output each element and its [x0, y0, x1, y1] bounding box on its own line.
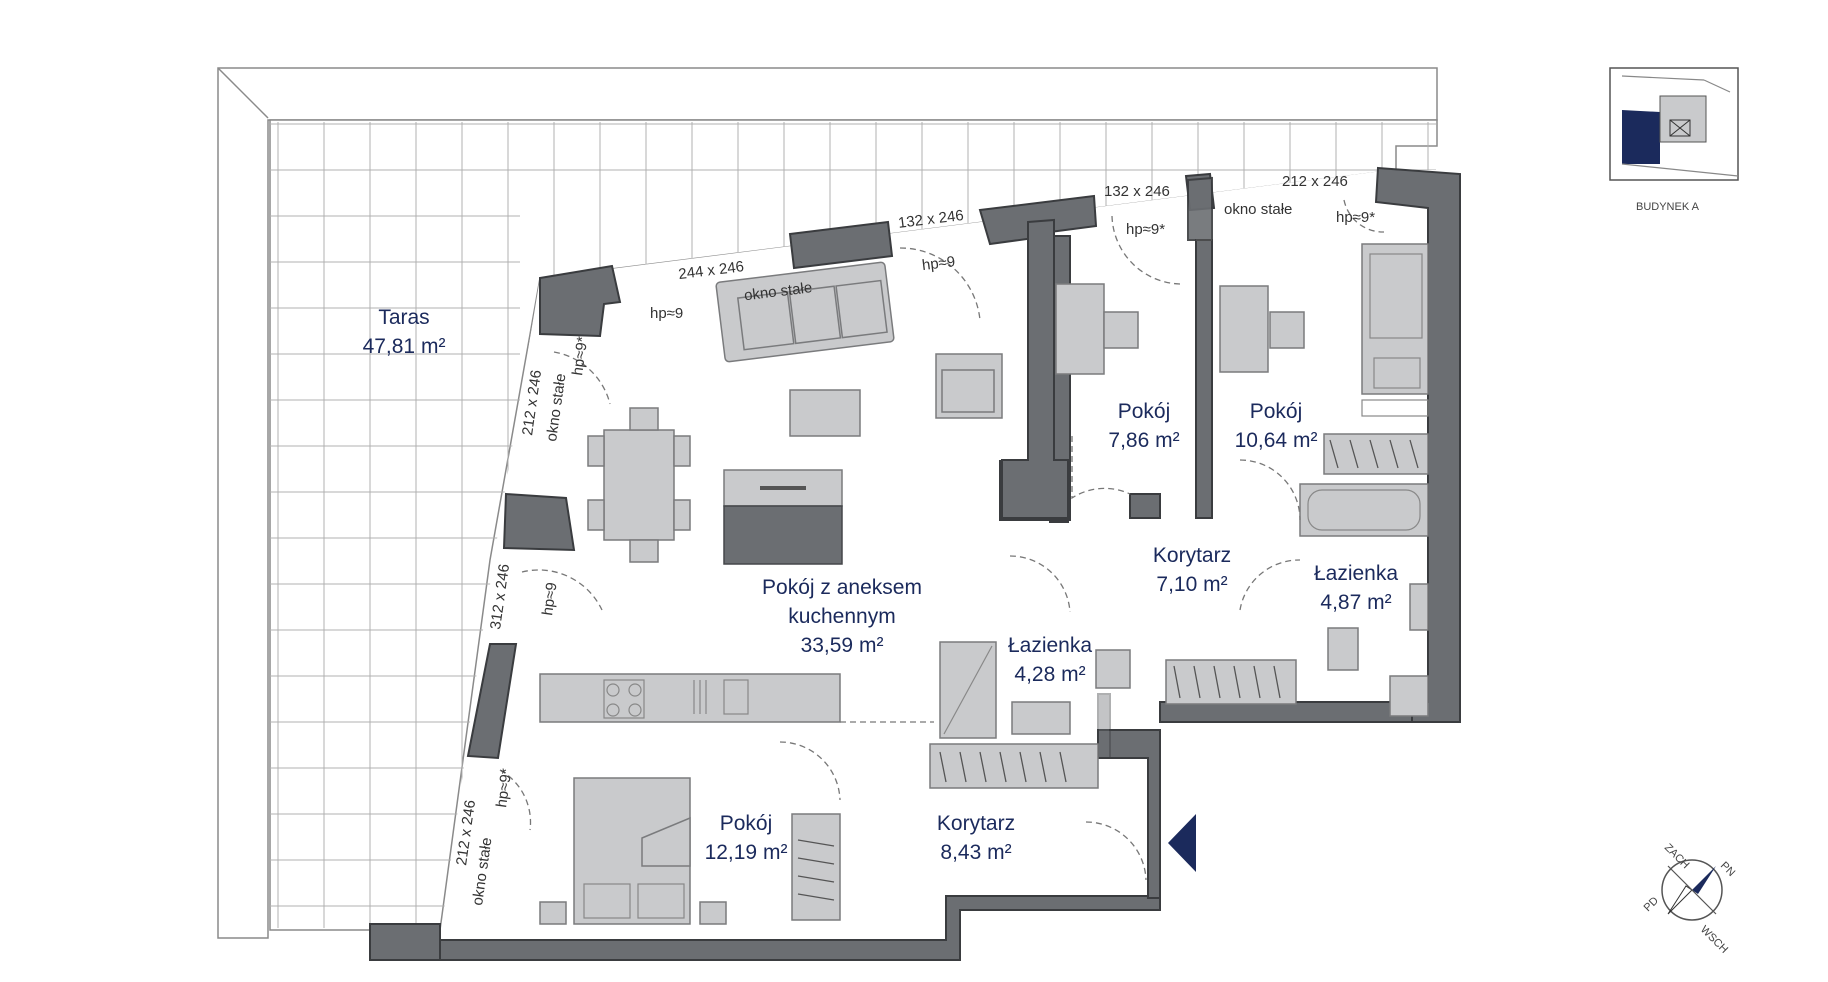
door-swings — [499, 199, 1385, 881]
key-plan: BUDYNEK A — [1609, 67, 1739, 213]
corridor2-name: Korytarz — [937, 812, 1015, 835]
building-label: BUDYNEK A — [1636, 201, 1700, 213]
room1-area: 7,86 m² — [1108, 429, 1179, 452]
living-name-1: Pokój z aneksem — [762, 576, 922, 599]
window-hp-3: hp≈9* — [1126, 221, 1165, 238]
window-hp-5: hp≈9* — [569, 335, 591, 376]
bath2-area: 4,28 m² — [1014, 663, 1085, 686]
corridor1-area: 7,10 m² — [1156, 573, 1227, 596]
window-hp-6: hp≈9 — [539, 581, 560, 616]
window-dim-3: 132 x 246 — [1104, 183, 1170, 200]
compass-east: WSCH — [1698, 924, 1730, 956]
corridor1-name: Korytarz — [1153, 544, 1231, 567]
window-hp-7: hp≈9* — [493, 767, 515, 808]
window-hp-4: hp≈9* — [1336, 209, 1375, 226]
bath1-name: Łazienka — [1314, 562, 1398, 585]
living-name-2: kuchennym — [788, 605, 895, 628]
terrace-name: Taras — [378, 306, 429, 329]
window-fixed-4: okno stałe — [1224, 201, 1292, 218]
corridor2-area: 8,43 m² — [940, 841, 1011, 864]
room3-area: 12,19 m² — [705, 841, 788, 864]
window-hp-2: hp≈9 — [921, 253, 956, 274]
entry-marker — [1168, 814, 1196, 872]
wardrobe-hatching — [797, 239, 1419, 901]
compass-north: PN — [1718, 860, 1737, 879]
room2-area: 10,64 m² — [1235, 429, 1318, 452]
living-area: 33,59 m² — [801, 634, 884, 657]
window-dim-4: 212 x 246 — [1282, 173, 1348, 190]
window-hp-1: hp≈9 — [650, 305, 683, 322]
compass: PN WSCH PD ZACH — [1642, 842, 1738, 956]
furniture — [539, 243, 1429, 925]
compass-south: PD — [1642, 895, 1661, 914]
room3-name: Pokój — [720, 812, 773, 835]
room2-name: Pokój — [1250, 400, 1303, 423]
room1-name: Pokój — [1118, 400, 1171, 423]
bath1-area: 4,87 m² — [1320, 591, 1391, 614]
room-labels: Taras 47,81 m² Pokój z aneksem kuchennym… — [363, 306, 1399, 864]
terrace-area: 47,81 m² — [363, 335, 446, 358]
bath2-name: Łazienka — [1008, 634, 1092, 657]
